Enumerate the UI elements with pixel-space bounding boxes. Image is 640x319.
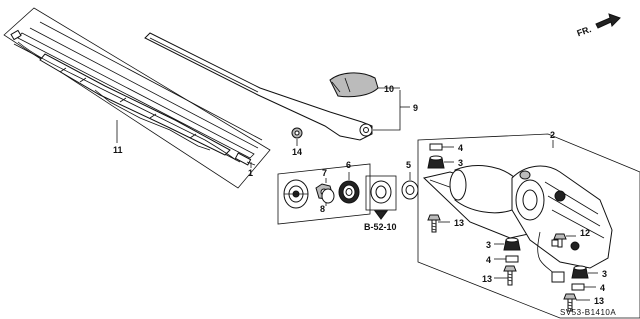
label-13-middle: 13 — [482, 274, 492, 284]
label-13-lower: 13 — [594, 296, 604, 306]
wiper-blade-group — [3, 7, 271, 189]
label-4-lower: 4 — [600, 283, 605, 293]
label-3-lower: 3 — [602, 269, 607, 279]
label-12: 12 — [580, 228, 590, 238]
pivot-parts-group — [277, 163, 371, 225]
bolt-12 — [553, 233, 567, 248]
label-7: 7 — [322, 168, 327, 178]
label-11: 11 — [113, 145, 123, 155]
wiper-motor — [422, 165, 613, 283]
label-3-middle: 3 — [486, 240, 491, 250]
label-14: 14 — [292, 147, 302, 157]
front-arrow-icon — [595, 13, 621, 29]
label-3-upper: 3 — [458, 158, 463, 168]
label-2: 2 — [550, 130, 555, 140]
ref-arrow-icon — [374, 210, 388, 220]
ref-part-group — [365, 175, 397, 211]
label-5: 5 — [406, 160, 411, 170]
wiper-arm-group — [144, 32, 379, 141]
ref-code: B-52-10 — [364, 222, 397, 232]
grommet-4-middle — [505, 255, 519, 263]
label-4-middle: 4 — [486, 255, 491, 265]
grommet-4-upper — [429, 143, 443, 151]
label-8: 8 — [320, 204, 325, 214]
bolt-13-upper — [427, 214, 441, 233]
grommet-4-lower — [571, 283, 585, 291]
motor-assembly-frame — [417, 133, 640, 319]
label-6: 6 — [346, 160, 351, 170]
label-10: 10 — [384, 84, 394, 94]
front-direction-label: FR. — [575, 24, 592, 38]
diagram-code: SV53-B1410A — [560, 308, 616, 317]
label-13-upper: 13 — [454, 218, 464, 228]
bolt-13-middle — [503, 265, 517, 286]
label-9: 9 — [413, 103, 418, 113]
bolt-13-lower — [563, 293, 577, 312]
label-1: 1 — [248, 168, 253, 178]
label-4-upper: 4 — [458, 143, 463, 153]
